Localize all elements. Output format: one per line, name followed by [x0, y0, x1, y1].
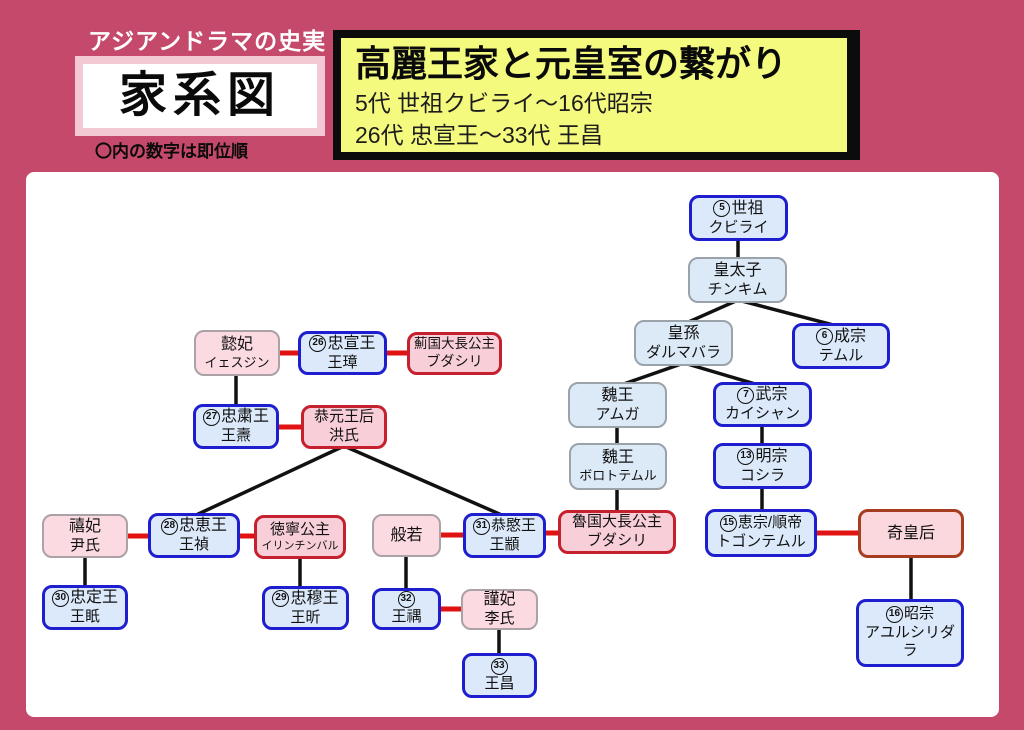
- node-empress-gi: 奇皇后: [858, 509, 964, 558]
- edge-gongwon-gongmin: [341, 443, 507, 519]
- node-crown-prince-jingim: 皇太子 チンキム: [688, 257, 787, 303]
- node-princess-noguk-budashiri: 魯国大長公主 ブダシリ: [558, 510, 676, 554]
- node-uibi-yesujin: 懿妃 イェスジン: [194, 330, 280, 376]
- diagram-subtitle-1: 5代 世祖クビライ〜16代昭宗: [355, 89, 653, 116]
- node-huibi-yunssi: 禧妃 尹氏: [42, 514, 128, 558]
- brand-label: アジアンドラマの史実: [88, 28, 327, 54]
- legend-note: 〇内の数字は即位順: [95, 142, 248, 161]
- page-title: 家系図: [118, 69, 281, 122]
- title-box: 高麗王家と元皇室の繋がり 5代 世祖クビライ〜16代昭宗 26代 忠宣王〜33代…: [333, 30, 860, 160]
- diagram-subtitle-2: 26代 忠宣王〜33代 王昌: [355, 121, 603, 148]
- node-grandson-darmabala: 皇孫 ダルマバラ: [634, 320, 733, 366]
- node-weiwang-amuga: 魏王 アムガ: [568, 382, 667, 428]
- node-wangu: 32 王禑: [372, 588, 441, 630]
- node-wangchang: 33 王昌: [462, 653, 537, 698]
- tree-connections: [83, 236, 913, 658]
- node-banya: 般若: [372, 514, 441, 557]
- node-princess-gyeguk-budashiri: 薊国大長公主 ブダシリ: [407, 332, 502, 375]
- node-geunbi-issi: 謹妃 李氏: [461, 589, 538, 630]
- edge-chinkim-seongjong: [735, 297, 844, 330]
- node-princess-deongnyeong-irinjinbal: 徳寧公主 イリンチンバル: [254, 515, 346, 559]
- node-queen-gongwon-hongssi: 恭元王后 洪氏: [301, 405, 387, 449]
- title-badge: 家系図: [75, 56, 325, 136]
- diagram-title: 高麗王家と元皇室の繋がり: [355, 43, 788, 84]
- succession-number: 5: [713, 200, 731, 218]
- edge-gongwon-chunghye: [191, 443, 347, 519]
- node-weiwang-bolod-temur: 魏王 ボロトテムル: [569, 443, 667, 490]
